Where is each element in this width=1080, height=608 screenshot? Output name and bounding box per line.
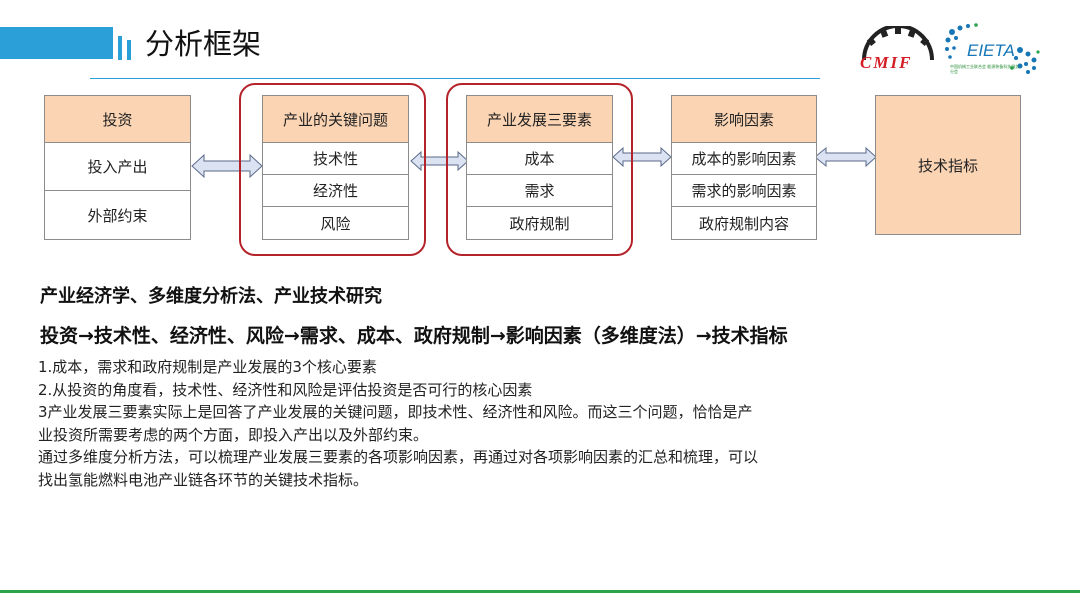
diagram-header-tech-indicators: 技术指标 [875, 95, 1021, 235]
eieta-logo-text: EIETA [967, 41, 1015, 60]
note-line: 业投资所需要考虑的两个方面，即投入产出以及外部约束。 [38, 425, 429, 444]
header-accent-bar [0, 27, 113, 59]
diagram-cell: 需求 [466, 174, 613, 207]
diagram-cell: 经济性 [262, 174, 409, 207]
highlight-ring [446, 83, 633, 256]
note-line: 3产业发展三要素实际上是回答了产业发展的关键问题，即技术性、经济性和风险。而这三… [38, 403, 753, 421]
diagram-cell: 外部约束 [44, 190, 191, 240]
header-accent-stripe [118, 36, 122, 60]
eieta-dots-logo [945, 23, 1040, 74]
note-line: 通过多维度分析方法，可以梳理产业发展三要素的各项影响因素，再通过对各项影响因素的… [38, 448, 759, 466]
diagram-cell: 需求的影响因素 [671, 174, 817, 207]
double-arrow-icon [814, 146, 877, 168]
note-line: 找出氢能燃料电池产业链各环节的关键技术指标。 [38, 470, 369, 489]
highlight-ring [239, 83, 426, 256]
diagram-header-key-issues: 产业的关键问题 [262, 95, 409, 143]
header-divider [90, 78, 820, 79]
eieta-logo-subtitle: 中国机械工业联合会 能源装备科技服务分会 [950, 64, 1020, 74]
diagram-cell: 风险 [262, 206, 409, 240]
diagram-header-three-elements: 产业发展三要素 [466, 95, 613, 143]
header-accent-stripe [127, 40, 131, 60]
flow-line: 投资→技术性、经济性、风险→需求、成本、政府规制→影响因素（多维度法）→技术指标 [40, 325, 788, 347]
cmif-logo-text: CMIF [860, 53, 913, 72]
diagram-cell: 政府规制 [466, 206, 613, 240]
diagram-cell: 成本 [466, 142, 613, 175]
page-title: 分析框架 [145, 27, 262, 61]
methods-line: 产业经济学、多维度分析法、产业技术研究 [40, 286, 382, 307]
footer-divider [0, 590, 1080, 593]
cmif-gear-logo [862, 26, 934, 61]
diagram-cell: 技术性 [262, 142, 409, 175]
note-line: 2.从投资的角度看，技术性、经济性和风险是评估投资是否可行的核心因素 [38, 380, 533, 399]
diagram-cell: 政府规制内容 [671, 206, 817, 240]
notes-paragraphs: 1.成本，需求和政府规制是产业发展的3个核心要素 2.从投资的角度看，技术性、经… [38, 356, 1028, 491]
diagram-cell: 成本的影响因素 [671, 142, 817, 175]
diagram-header-investment: 投资 [44, 95, 191, 143]
note-line: 1.成本，需求和政府规制是产业发展的3个核心要素 [38, 358, 377, 376]
diagram-cell: 投入产出 [44, 142, 191, 191]
diagram-header-factors: 影响因素 [671, 95, 817, 143]
